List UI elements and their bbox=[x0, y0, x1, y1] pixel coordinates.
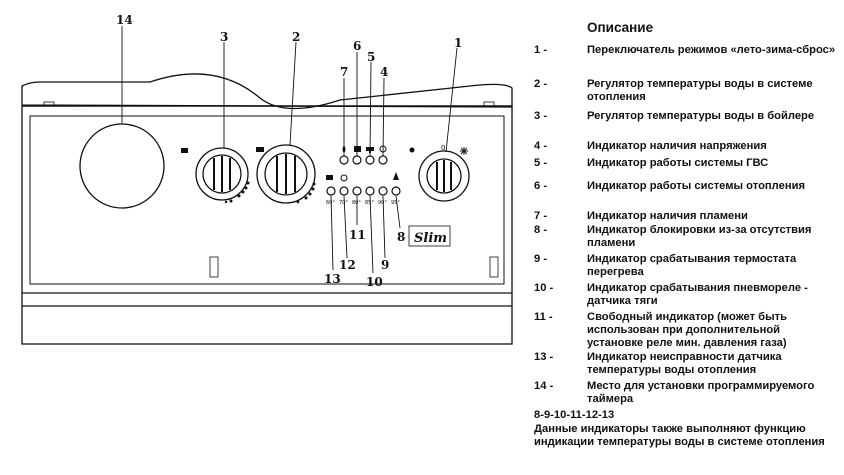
item-text: Регулятор температуры воды в бойлере bbox=[587, 110, 815, 122]
timer-slot bbox=[79, 123, 165, 209]
footer-code: 8-9-10-11-12-13 bbox=[534, 409, 615, 421]
svg-text:90°: 90° bbox=[378, 200, 387, 206]
item-text: Свободный индикатор (может быть использо… bbox=[587, 311, 787, 349]
item-number: 8 - bbox=[534, 224, 548, 236]
svg-text:70°: 70° bbox=[339, 200, 348, 206]
indicator-flame bbox=[339, 155, 349, 165]
indicator-13 bbox=[326, 186, 336, 196]
indicator-heating bbox=[352, 155, 362, 165]
mode-switch-zero-label: 0 bbox=[441, 144, 445, 152]
warning-icon bbox=[393, 172, 399, 180]
callout-4: 4 bbox=[380, 65, 388, 79]
item-number: 2 - bbox=[534, 78, 548, 90]
item-number: 1 - bbox=[534, 44, 548, 56]
indicator-10 bbox=[365, 186, 375, 196]
callout-14: 14 bbox=[116, 13, 133, 27]
boiler-control-panel-diagram: 60°70°80° 85°90°95° 14 3 2 6 5 7 4 1 11 … bbox=[21, 13, 513, 345]
item-number: 3 - bbox=[534, 110, 548, 122]
callout-12: 12 bbox=[339, 258, 356, 272]
item-text: Индикатор работы системы отопления bbox=[587, 180, 806, 192]
panel-housing bbox=[21, 105, 513, 345]
sun-icon bbox=[409, 147, 415, 153]
callout-1: 1 bbox=[454, 36, 462, 50]
callout-2: 2 bbox=[292, 30, 300, 44]
item-text: Индикатор срабатывания пневмореле - датч… bbox=[587, 282, 808, 307]
item-number: 14 - bbox=[534, 380, 554, 392]
item-number: 9 - bbox=[534, 253, 548, 265]
heating-temperature-knob bbox=[256, 144, 316, 204]
indicator-dhw bbox=[365, 155, 375, 165]
indicator-12 bbox=[339, 186, 349, 196]
svg-text:95°: 95° bbox=[391, 200, 400, 206]
callout-7: 7 bbox=[340, 65, 348, 79]
item-text: Индикатор наличия пламени bbox=[587, 210, 748, 222]
svg-text:85°: 85° bbox=[365, 200, 374, 206]
callout-8: 8 bbox=[397, 230, 405, 244]
item-text: Регулятор температуры воды в системе ото… bbox=[587, 78, 813, 103]
item-text: Индикатор срабатывания термостата перегр… bbox=[587, 253, 797, 278]
callout-13: 13 bbox=[324, 272, 341, 286]
svg-text:60°: 60° bbox=[326, 200, 335, 206]
item-number: 11 - bbox=[534, 311, 553, 323]
indicator-9 bbox=[378, 186, 388, 196]
item-number: 10 - bbox=[534, 282, 554, 294]
item-number: 7 - bbox=[534, 210, 548, 222]
mode-switch-knob bbox=[418, 150, 470, 202]
item-number: 6 - bbox=[534, 180, 548, 192]
footer-note: Данные индикаторы также выполняют функци… bbox=[534, 423, 825, 448]
item-number: 5 - bbox=[534, 157, 548, 169]
callout-11: 11 bbox=[349, 228, 366, 242]
panel-lid bbox=[21, 73, 513, 110]
dhw-temperature-knob bbox=[195, 147, 249, 201]
item-text: Переключатель режимов «лето-зима-сброс» bbox=[587, 44, 836, 56]
callout-10: 10 bbox=[366, 275, 383, 289]
item-text: Индикатор неисправности датчика температ… bbox=[587, 351, 782, 376]
indicator-11 bbox=[352, 186, 362, 196]
indicator-power bbox=[378, 155, 388, 165]
description-panel: Описание 1 - Переключатель режимов «лето… bbox=[528, 0, 844, 475]
callout-6: 6 bbox=[353, 39, 361, 53]
callout-3: 3 bbox=[220, 30, 228, 44]
item-text: Индикатор наличия напряжения bbox=[587, 140, 767, 152]
description-title: Описание bbox=[587, 20, 654, 35]
item-text: Место для установки программируемого тай… bbox=[587, 380, 815, 405]
snowflake-icon bbox=[460, 147, 468, 155]
brand-logo: Slim bbox=[414, 231, 447, 246]
item-text: Индикатор работы системы ГВС bbox=[587, 157, 769, 169]
callout-5: 5 bbox=[367, 50, 375, 64]
item-number: 4 - bbox=[534, 140, 548, 152]
radiator-icon bbox=[354, 146, 361, 152]
indicator-8 bbox=[391, 186, 401, 196]
callout-9: 9 bbox=[381, 258, 389, 272]
item-text: Индикатор блокировки из-за отсутствия пл… bbox=[587, 224, 812, 249]
item-number: 13 - bbox=[534, 351, 554, 363]
